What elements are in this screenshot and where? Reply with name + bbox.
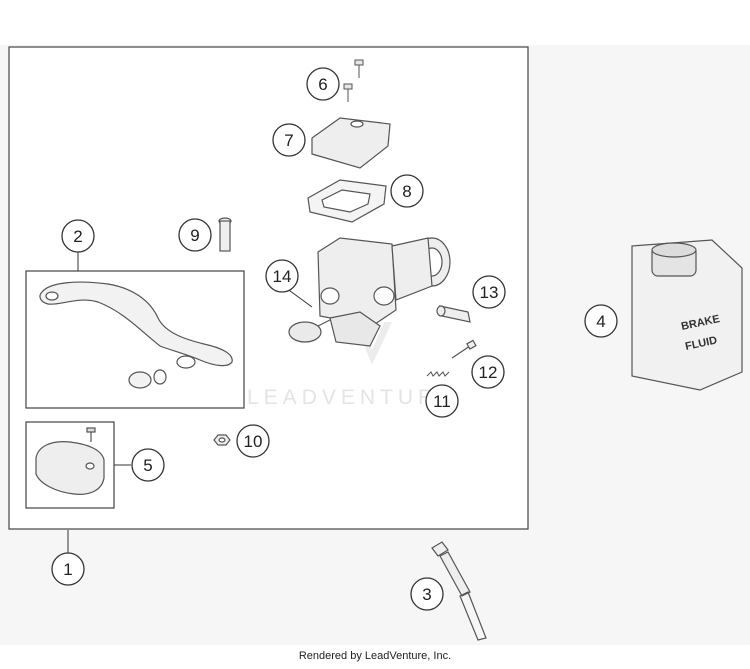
pivot-bolt-part [218,217,232,252]
nut-part [213,434,231,446]
gasket-part [307,179,387,223]
callout-4[interactable]: 4 [584,304,618,338]
callout-2[interactable]: 2 [61,219,95,253]
banjo-bolt-part [436,305,471,323]
brake-fluid-can-part: BRAKE FLUID [631,239,743,391]
pin-bolt-part [451,339,477,359]
callout-3-label: 3 [422,585,431,604]
callout-4-label: 4 [596,312,605,331]
callout-9[interactable]: 9 [178,218,212,252]
lever-cover-part [35,427,105,495]
callout-7-label: 7 [284,131,293,150]
callout-13[interactable]: 13 [472,275,506,309]
brake-hose-part [431,541,487,641]
callout-8-label: 8 [402,182,411,201]
callout-12[interactable]: 12 [471,355,505,389]
lever-group-frame [25,270,245,409]
callout-12-label: 12 [479,363,498,382]
callout-13-label: 13 [480,283,499,302]
callout-3[interactable]: 3 [410,577,444,611]
spring-part [426,371,450,377]
callout-10-label: 10 [244,432,263,451]
callout-9-label: 9 [190,226,199,245]
callout-1-label: 1 [63,560,72,579]
leader-lines [67,252,313,553]
callouts: 1 2 3 4 5 6 7 8 9 10 11 12 13 14 [51,67,618,611]
master-cylinder-part [288,237,451,347]
callout-5-label: 5 [143,456,152,475]
callout-5[interactable]: 5 [131,448,165,482]
callout-6-label: 6 [318,75,327,94]
callout-14-label: 14 [273,267,292,286]
callout-7[interactable]: 7 [272,123,306,157]
callout-11-label: 11 [433,392,451,411]
callout-14[interactable]: 14 [265,259,299,293]
callout-6[interactable]: 6 [306,67,340,101]
callout-10[interactable]: 10 [236,424,270,458]
reservoir-cap-part [311,117,391,169]
callout-2-label: 2 [73,227,82,246]
callout-1[interactable]: 1 [51,552,85,586]
brake-lever-part [39,281,233,389]
callout-11[interactable]: 11 [425,384,459,418]
callout-8[interactable]: 8 [390,174,424,208]
credit-text: Rendered by LeadVenture, Inc. [298,650,452,662]
screws-part [343,59,364,102]
watermark-text: LEADVENTURE [247,386,457,409]
